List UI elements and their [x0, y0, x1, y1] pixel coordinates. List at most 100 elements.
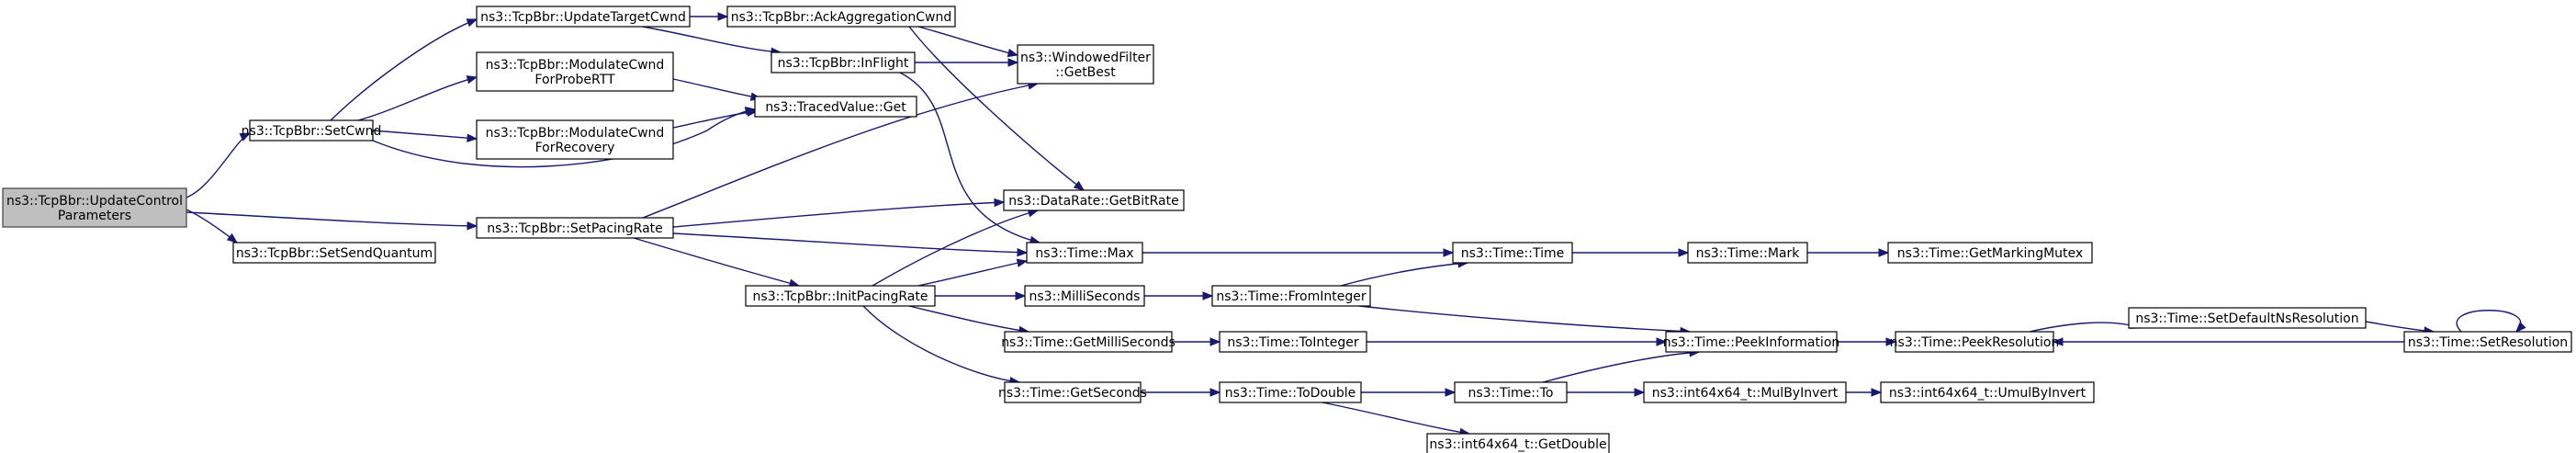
edge-time_todouble-to-time_to	[1361, 388, 1457, 397]
node-box[interactable]	[476, 217, 674, 239]
node-label: ns3::TracedValue::Get	[765, 100, 906, 115]
edge-line	[633, 237, 800, 287]
node-box[interactable]	[2, 187, 187, 228]
node-box[interactable]	[2128, 307, 2367, 329]
node-label: ::GetBest	[1055, 65, 1116, 80]
node-box[interactable]	[754, 96, 917, 118]
arrowhead-icon	[1202, 291, 1214, 300]
node-ack-aggregation[interactable]: ns3::TcpBbr::AckAggregationCwnd	[726, 6, 956, 28]
node-time-tointeger[interactable]: ns3::Time::ToInteger	[1219, 331, 1367, 353]
node-box[interactable]	[1880, 381, 2095, 403]
edge-line	[372, 130, 478, 140]
edge-line	[642, 83, 1039, 219]
node-int64x64-getdouble[interactable]: ns3::int64x64_t::GetDouble	[1426, 433, 1610, 453]
edge-init_pacing_rate-to-time_getseconds	[862, 305, 1021, 386]
node-label: ns3::int64x64_t::MulByInvert	[1652, 386, 1839, 401]
node-box[interactable]	[1454, 381, 1568, 403]
node-box[interactable]	[1643, 381, 1847, 403]
node-set-cwnd[interactable]: ns3::TcpBbr::SetCwnd	[242, 119, 382, 142]
arrowhead-icon	[1017, 247, 1029, 257]
node-label: ns3::int64x64_t::UmulByInvert	[1889, 386, 2087, 401]
node-label: ForProbeRTT	[534, 73, 615, 87]
node-box[interactable]	[1004, 381, 1142, 403]
node-box[interactable]	[1219, 381, 1362, 403]
node-box[interactable]	[1024, 285, 1145, 307]
node-time-peekresolution[interactable]: ns3::Time::PeekResolution	[1890, 331, 2060, 353]
node-box[interactable]	[1003, 189, 1185, 211]
edge-time_setresolution-to-time_peekresolution	[2052, 337, 2404, 346]
node-init-pacing-rate[interactable]: ns3::TcpBbr::InitPacingRate	[745, 285, 936, 307]
node-box[interactable]	[232, 242, 436, 264]
node-label: ns3::TcpBbr::UpdateControl	[6, 194, 183, 209]
node-label: ns3::Time::ToDouble	[1225, 386, 1356, 401]
arrowhead-icon	[467, 221, 478, 231]
node-windowed-filter[interactable]: ns3::WindowedFilter::GetBest	[1017, 44, 1154, 85]
edge-time_time-to-time_mark	[1572, 248, 1690, 257]
arrowhead-icon	[1007, 48, 1019, 58]
node-time-setresolution[interactable]: ns3::Time::SetResolution	[2403, 331, 2572, 353]
node-time-todouble[interactable]: ns3::Time::ToDouble	[1219, 381, 1362, 403]
arrowhead-icon	[1885, 337, 1897, 346]
edge-time_max-to-time_time	[1142, 248, 1455, 257]
node-box[interactable]	[1026, 242, 1143, 264]
node-set-pacing-rate[interactable]: ns3::TcpBbr::SetPacingRate	[476, 217, 674, 239]
node-box[interactable]	[1004, 331, 1173, 353]
node-time-setdefaultnsresolution[interactable]: ns3::Time::SetDefaultNsResolution	[2128, 307, 2367, 329]
node-label: ns3::Time::GetMilliSeconds	[1001, 335, 1176, 350]
arrowhead-icon	[1634, 388, 1646, 397]
node-box[interactable]	[1887, 242, 2093, 264]
node-int64x64-mulbyinvert[interactable]: ns3::int64x64_t::MulByInvert	[1643, 381, 1847, 403]
node-set-send-quantum[interactable]: ns3::TcpBbr::SetSendQuantum	[232, 242, 436, 264]
node-box[interactable]	[476, 6, 691, 28]
node-time-peekinformation[interactable]: ns3::Time::PeekInformation	[1663, 331, 1840, 353]
node-box[interactable]	[771, 51, 916, 74]
edge-time_setresolution-to-time_setresolution	[2456, 310, 2526, 333]
node-box[interactable]	[1452, 242, 1573, 264]
node-box[interactable]	[1426, 433, 1610, 453]
node-box[interactable]	[1017, 44, 1154, 85]
node-time-mark[interactable]: ns3::Time::Mark	[1687, 242, 1808, 264]
edge-time_to-to-int64x64_mulbyinvert	[1567, 388, 1646, 397]
node-label: ns3::Time::SetResolution	[2408, 335, 2568, 350]
node-time-frominteger[interactable]: ns3::Time::FromInteger	[1211, 285, 1371, 307]
node-box[interactable]	[249, 119, 374, 142]
node-int64x64-umulbyinvert[interactable]: ns3::int64x64_t::UmulByInvert	[1880, 381, 2095, 403]
node-box[interactable]	[1211, 285, 1371, 307]
edge-line	[1322, 402, 1470, 435]
node-box[interactable]	[726, 6, 956, 28]
node-time-time[interactable]: ns3::Time::Time	[1452, 242, 1573, 264]
node-box[interactable]	[745, 285, 936, 307]
node-milliseconds[interactable]: ns3::MilliSeconds	[1024, 285, 1145, 307]
node-box[interactable]	[1665, 331, 1838, 353]
node-datarate-getbitrate[interactable]: ns3::DataRate::GetBitRate	[1003, 189, 1185, 211]
arrowhead-icon	[1007, 58, 1019, 67]
node-time-max[interactable]: ns3::Time::Max	[1026, 242, 1143, 264]
node-time-getseconds[interactable]: ns3::Time::GetSeconds	[998, 381, 1147, 403]
node-box[interactable]	[2403, 331, 2572, 353]
node-box[interactable]	[1687, 242, 1808, 264]
edge-init_pacing_rate-to-time_getmilliseconds	[908, 305, 1030, 335]
edge-update_target_cwnd-to-ack_aggregation	[690, 12, 729, 21]
node-box[interactable]	[1895, 331, 2054, 353]
node-box[interactable]	[476, 119, 674, 160]
node-time-to[interactable]: ns3::Time::To	[1454, 381, 1568, 403]
edge-line	[672, 78, 761, 99]
node-update-target-cwnd[interactable]: ns3::TcpBbr::UpdateTargetCwnd	[476, 6, 691, 28]
edge-set_cwnd-to-update_target_cwnd	[330, 18, 478, 121]
node-box[interactable]	[476, 51, 674, 92]
node-time-getmilliseconds[interactable]: ns3::Time::GetMilliSeconds	[1001, 331, 1176, 353]
edge-line	[186, 211, 478, 227]
node-traced-value-get[interactable]: ns3::TracedValue::Get	[754, 96, 917, 118]
node-box[interactable]	[1219, 331, 1367, 353]
node-time-getmarkingmutex[interactable]: ns3::Time::GetMarkingMutex	[1887, 242, 2093, 264]
edge-in_flight-to-time_max	[899, 72, 1041, 244]
node-label: ns3::TcpBbr::SetSendQuantum	[236, 246, 433, 261]
node-label: ns3::TcpBbr::ModulateCwnd	[486, 126, 665, 141]
edge-time_getmilliseconds-to-time_tointeger	[1172, 337, 1221, 346]
node-in-flight[interactable]: ns3::TcpBbr::InFlight	[771, 51, 916, 74]
arrowhead-icon	[1656, 337, 1668, 346]
edge-line	[672, 201, 1005, 228]
